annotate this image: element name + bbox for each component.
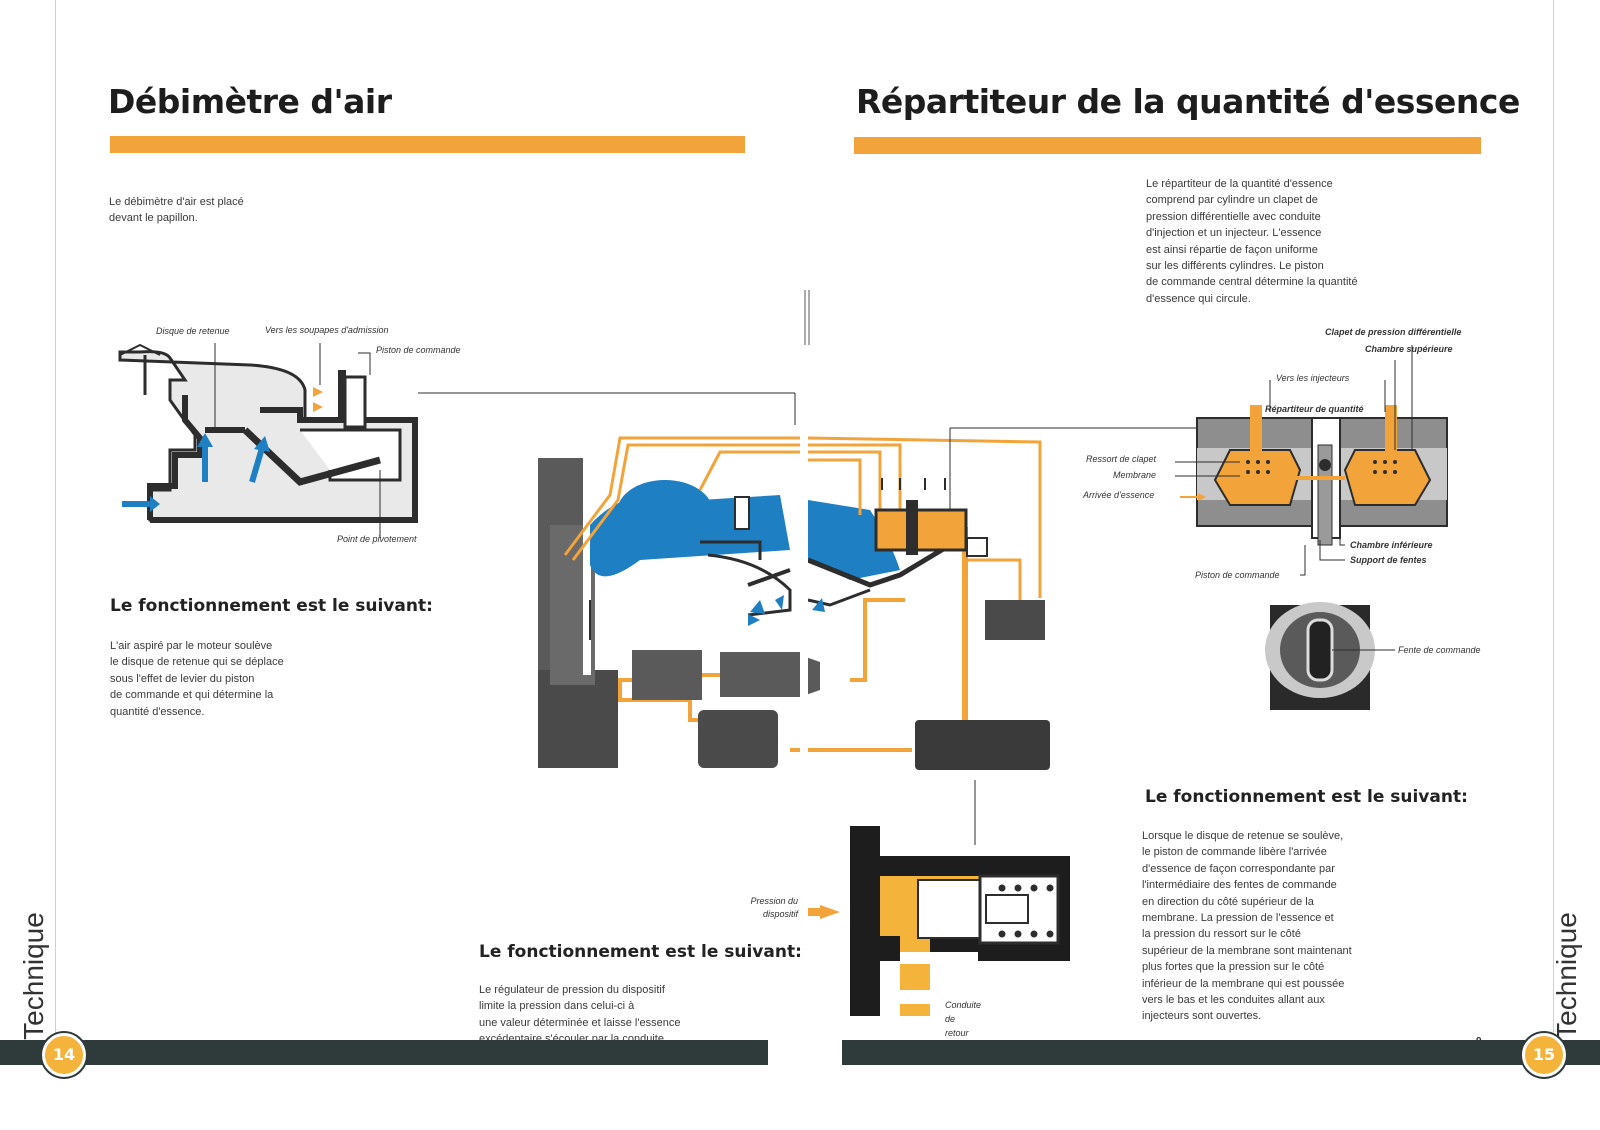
right-subtitle: Le fonctionnement est le suivant: xyxy=(1145,787,1468,807)
label-support-de-fentes: Support de fentes xyxy=(1350,555,1427,565)
left-page-badge: 14 xyxy=(42,1033,86,1077)
fuel-distributor-diagram xyxy=(1175,345,1448,710)
center-subtitle: Le fonctionnement est le suivant: xyxy=(479,942,802,962)
right-page-title: Répartiteur de la quantité d'essence xyxy=(856,82,1520,121)
right-side-rule xyxy=(1553,0,1554,1045)
label-vers-injecteurs: Vers les injecteurs xyxy=(1276,373,1350,383)
left-subtitle: Le fonctionnement est le suivant: xyxy=(110,596,433,616)
label-disque-de-retenue: Disque de retenue xyxy=(156,326,230,336)
right-body: Lorsque le disque de retenue se soulève,… xyxy=(1142,830,1352,1023)
label-piston-de-commande-right: Piston de commande xyxy=(1195,570,1280,580)
right-page-badge: 15 xyxy=(1522,1033,1566,1077)
label-chambre-superieure: Chambre supérieure xyxy=(1365,344,1453,354)
left-page-title: Débimètre d'air xyxy=(108,82,392,121)
label-chambre-inferieure: Chambre inférieure xyxy=(1350,540,1433,550)
left-intro: Le débimètre d'air est placé devant le p… xyxy=(109,196,244,225)
label-vers-soupapes: Vers les soupapes d'admission xyxy=(265,325,389,335)
left-side-label: Technique xyxy=(18,912,49,1040)
label-membrane: Membrane xyxy=(1113,470,1157,480)
right-footer-bar xyxy=(842,1040,1600,1065)
left-side-rule xyxy=(55,0,56,1045)
right-title-bar xyxy=(854,137,1481,154)
pressure-regulator-diagram xyxy=(808,780,1070,1022)
fuel-system-diagram xyxy=(538,290,1200,818)
left-title-bar xyxy=(110,136,745,153)
label-point-de-pivotement: Point de pivotement xyxy=(337,534,417,544)
label-repartiteur: Répartiteur de quantité xyxy=(1265,404,1364,414)
label-fente-de-commande: Fente de commande xyxy=(1398,645,1481,655)
label-piston-de-commande: Piston de commande xyxy=(376,345,461,355)
label-ressort-de-clapet: Ressort de clapet xyxy=(1086,454,1157,464)
label-arrivee-essence: Arrivée d'essence xyxy=(1083,490,1155,500)
right-side-label: Technique xyxy=(1551,912,1582,1040)
left-footer-bar xyxy=(0,1040,768,1065)
label-clapet: Clapet de pression différentielle xyxy=(1325,327,1462,337)
air-flow-meter-diagram xyxy=(118,343,796,538)
